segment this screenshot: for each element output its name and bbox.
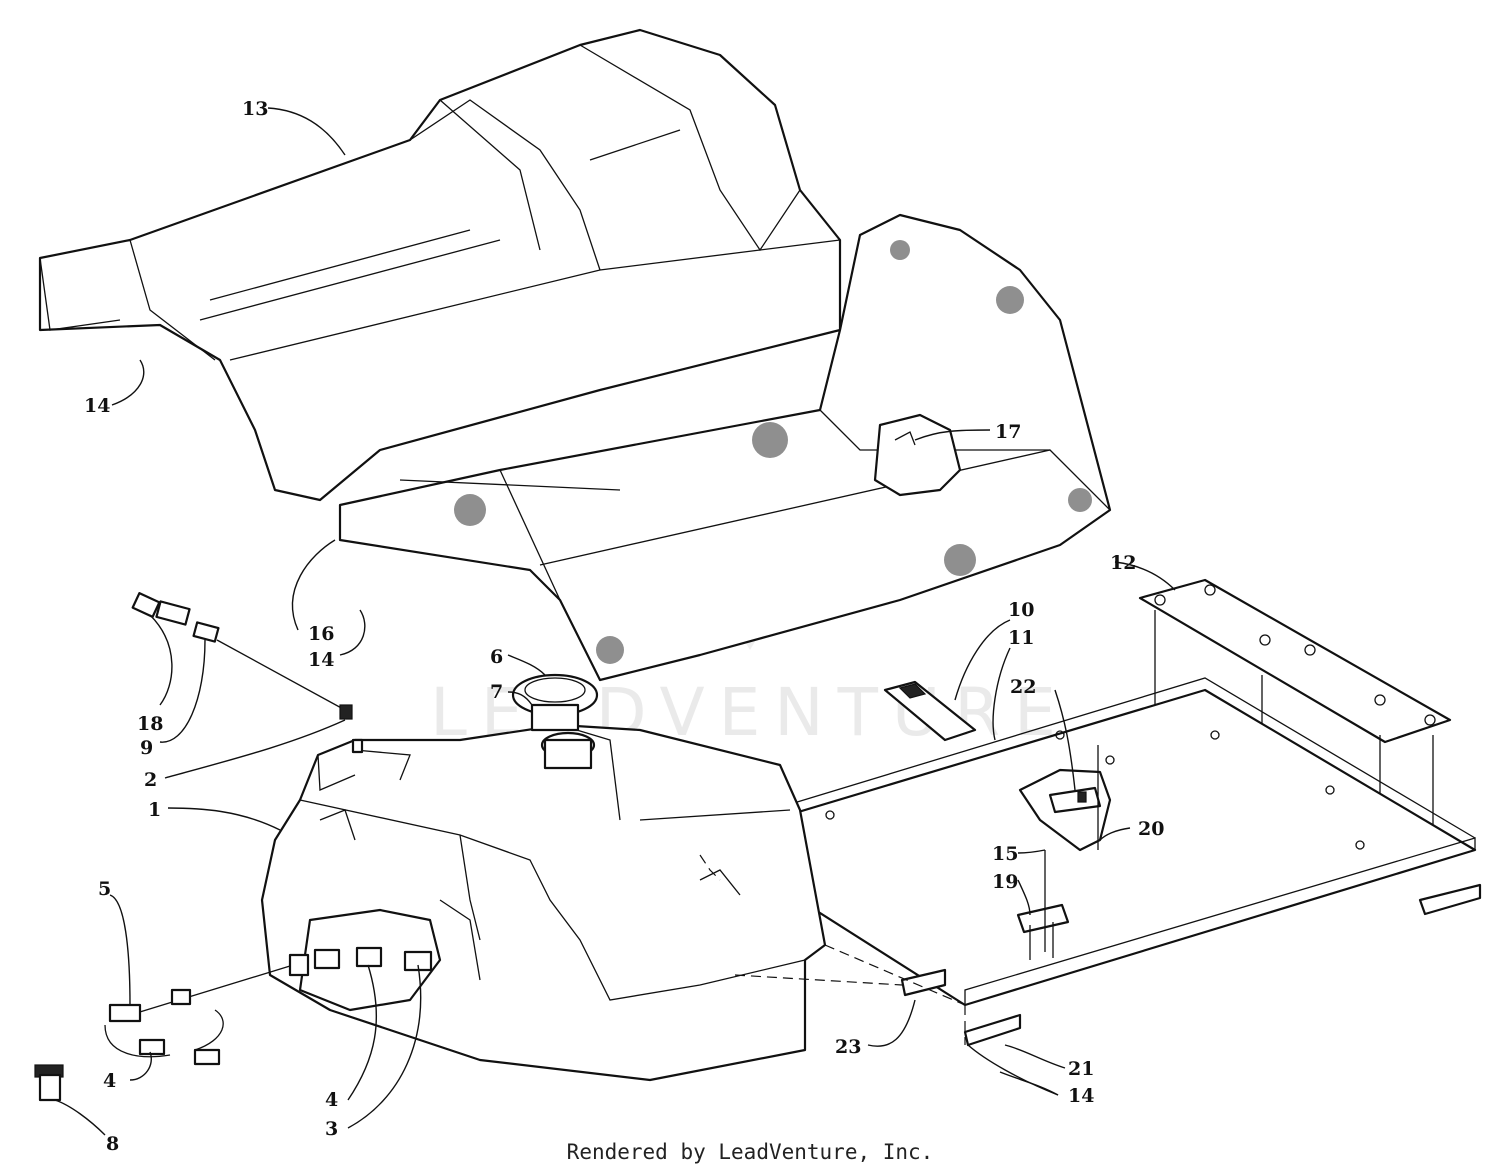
leader-lines xyxy=(54,107,1176,1136)
seat-base-stipple xyxy=(454,240,1092,664)
callout-11: 11 xyxy=(1008,627,1034,649)
callout-22: 22 xyxy=(1010,676,1036,698)
callout-6: 6 xyxy=(490,646,503,668)
callout-14: 14 xyxy=(84,395,110,417)
callout-3: 3 xyxy=(325,1118,338,1140)
callout-7: 7 xyxy=(490,681,503,703)
callout-20: 20 xyxy=(1138,818,1164,840)
part-seat-cover xyxy=(38,28,842,502)
part-fuel-tank xyxy=(260,723,827,1082)
callout-17: 17 xyxy=(995,421,1021,443)
callout-14: 14 xyxy=(308,649,334,671)
callout-13: 13 xyxy=(242,98,268,120)
part-bracket xyxy=(1018,745,1112,852)
callout-19: 19 xyxy=(992,871,1018,893)
callout-1: 1 xyxy=(148,799,161,821)
part-fuel-cap xyxy=(511,673,599,770)
callout-4: 4 xyxy=(325,1089,338,1111)
callout-8: 8 xyxy=(106,1133,119,1155)
callout-23: 23 xyxy=(835,1036,861,1058)
callout-5: 5 xyxy=(98,878,111,900)
callout-16: 16 xyxy=(308,623,334,645)
hidden-lines xyxy=(699,854,966,1045)
callout-10: 10 xyxy=(1008,599,1034,621)
callout-21: 21 xyxy=(1068,1058,1094,1080)
part-clamp xyxy=(1016,850,1070,960)
callouts: 13 14 17 16 14 12 10 11 6 7 22 18 9 2 1 … xyxy=(84,98,1164,1155)
callout-14: 14 xyxy=(1068,1085,1094,1107)
part-fuel-lines xyxy=(34,592,433,1102)
part-strap xyxy=(883,680,977,742)
part-base-board xyxy=(703,677,1482,1047)
callout-12: 12 xyxy=(1110,552,1136,574)
callout-2: 2 xyxy=(144,769,157,791)
callout-4: 4 xyxy=(103,1070,116,1092)
footer-credit: Rendered by LeadVenture, Inc. xyxy=(566,1140,934,1164)
callout-18: 18 xyxy=(137,713,163,735)
callout-9: 9 xyxy=(140,737,153,759)
part-seat-base xyxy=(338,213,1112,682)
callout-15: 15 xyxy=(992,843,1018,865)
